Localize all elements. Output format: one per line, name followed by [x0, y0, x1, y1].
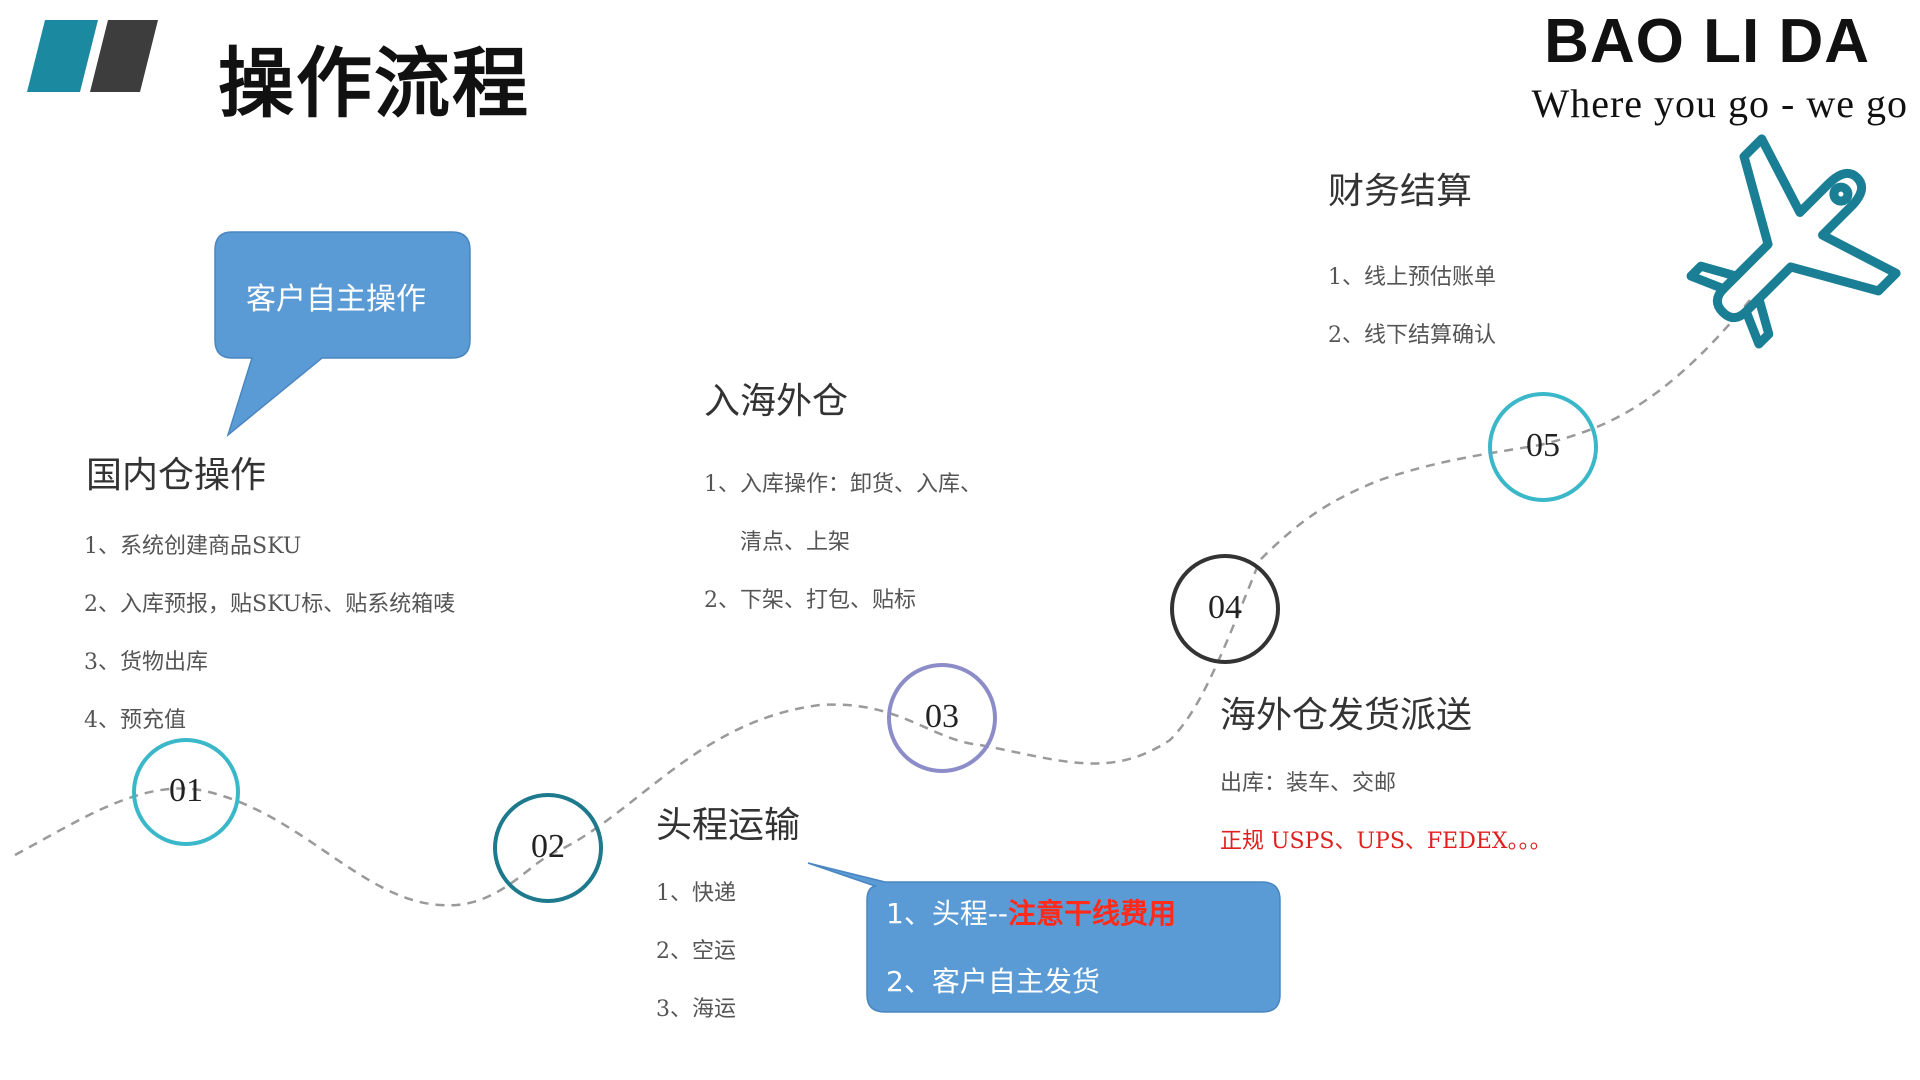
list-item: 1、系统创建商品SKU — [84, 534, 302, 559]
step-circle-02 — [493, 793, 603, 903]
list-item: 2、空运 — [656, 939, 736, 964]
logo-bar-teal — [27, 20, 98, 92]
airplane-icon — [1686, 134, 1901, 349]
step-02-title: 头程运输 — [656, 805, 801, 846]
logo-bar-gray — [90, 20, 158, 92]
step-04-items: 出库：装车、交邮 正规 USPS、UPS、FEDEX。。。 — [1220, 755, 1552, 871]
list-item: 清点、上架 — [740, 530, 851, 555]
list-item: 2、入库预报，贴SKU标、贴系统箱唛 — [84, 592, 456, 617]
list-item: 1、快递 — [656, 881, 736, 906]
list-item-highlight: 正规 USPS、UPS、FEDEX。。。 — [1220, 829, 1552, 854]
step-03-items: 1、入库操作：卸货、入库、 清点、上架 2、下架、打包、贴标 — [704, 456, 982, 630]
list-item: 3、货物出库 — [84, 650, 208, 675]
list-item: 3、海运 — [656, 997, 736, 1022]
callout-left-shape — [214, 231, 471, 438]
step-number-02: 02 — [531, 828, 565, 865]
step-04-title: 海外仓发货派送 — [1220, 695, 1473, 736]
list-item: 1、线上预估账单 — [1328, 265, 1496, 290]
callout-line-1: 1、头程--注意干线费用 — [886, 896, 1176, 932]
step-circle-01 — [132, 738, 240, 846]
step-circle-03 — [887, 663, 997, 773]
list-item: 2、下架、打包、贴标 — [704, 588, 916, 613]
list-item: 出库：装车、交邮 — [1220, 771, 1397, 796]
step-01-items: 1、系统创建商品SKU 2、入库预报，贴SKU标、贴系统箱唛 3、货物出库 4、… — [84, 518, 455, 750]
callout-left-text: 客户自主操作 — [246, 282, 426, 317]
step-number-05: 05 — [1526, 427, 1560, 464]
step-01-title: 国内仓操作 — [86, 455, 267, 496]
step-circle-04 — [1170, 554, 1280, 664]
step-circle-05 — [1488, 392, 1598, 502]
callout-bottom-text: 1、头程--注意干线费用 2、客户自主发货 — [886, 896, 1176, 1000]
callout-line-1-highlight: 注意干线费用 — [1008, 897, 1177, 930]
list-item: 1、入库操作：卸货、入库、 — [704, 472, 982, 497]
page-title: 操作流程 — [218, 39, 530, 128]
flow-path — [14, 299, 1751, 907]
step-02-items: 1、快递 2、空运 3、海运 — [656, 865, 736, 1039]
step-number-03: 03 — [925, 698, 959, 735]
list-item: 4、预充值 — [84, 708, 186, 733]
step-03-title: 入海外仓 — [704, 381, 849, 422]
step-number-01: 01 — [169, 772, 203, 809]
step-number-04: 04 — [1208, 589, 1242, 626]
brand-tagline: Where you go - we go — [1531, 81, 1908, 126]
callout-line-2: 2、客户自主发货 — [886, 965, 1100, 998]
brand-name: BAO LI DA — [1544, 7, 1870, 76]
list-item: 2、线下结算确认 — [1328, 323, 1496, 348]
step-05-title: 财务结算 — [1328, 171, 1473, 212]
callout-line-1-prefix: 1、头程-- — [886, 897, 1009, 930]
step-05-items: 1、线上预估账单 2、线下结算确认 — [1328, 249, 1496, 365]
callout-bottom-shape — [807, 862, 1281, 1013]
